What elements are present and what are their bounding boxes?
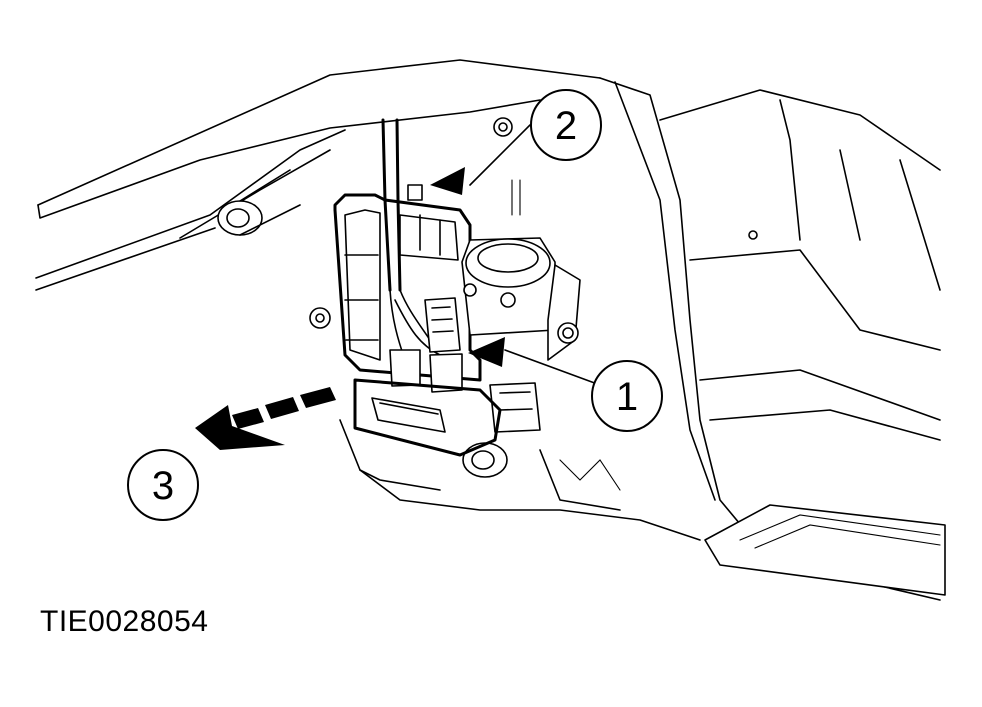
arrow-callout-1 — [468, 337, 505, 367]
electrical-connectors — [389, 297, 541, 433]
callout-1-number: 1 — [616, 375, 638, 419]
callout-3: 3 — [127, 449, 199, 521]
callout-2-number: 2 — [555, 104, 577, 148]
removal-direction-arrow — [195, 387, 336, 450]
sill-step-plate — [704, 504, 946, 596]
door-frame — [599, 77, 941, 601]
actuator-motor — [461, 237, 581, 361]
fastener-bolts — [309, 117, 579, 344]
callout-2: 2 — [530, 89, 602, 161]
floor-area — [339, 419, 701, 541]
callout-3-number: 3 — [152, 464, 174, 508]
tube-stubs — [217, 169, 508, 478]
figure-id-label: TIE0028054 — [40, 605, 209, 638]
arrow-callout-2 — [430, 167, 465, 195]
callout-arrows — [430, 124, 601, 386]
lower-module — [353, 378, 502, 457]
upper-body-panel — [35, 59, 601, 291]
callout-1: 1 — [591, 360, 663, 432]
